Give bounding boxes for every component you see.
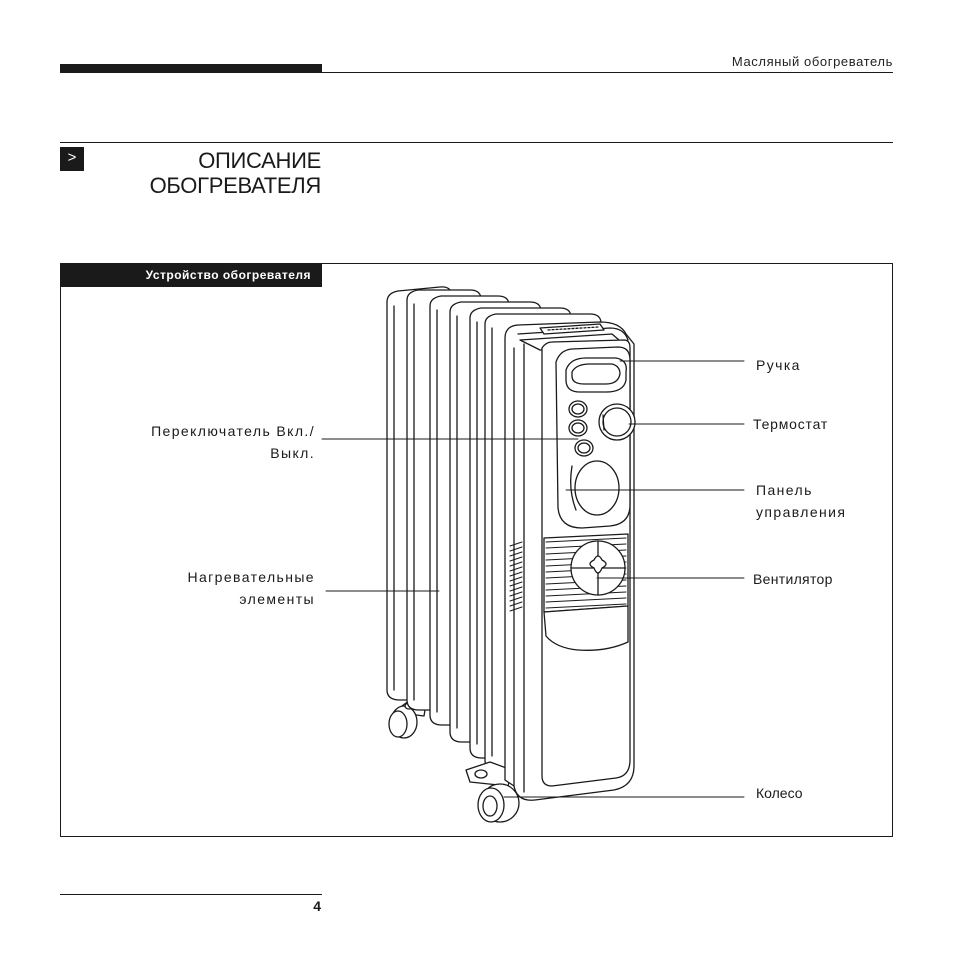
section-title-line1: ОПИСАНИЕ	[198, 148, 321, 173]
label-control-panel-line1: Панель	[756, 482, 813, 498]
header-rule-thin	[322, 72, 893, 73]
label-control-panel-line2: управления	[756, 504, 847, 520]
page-number: 4	[313, 898, 321, 914]
label-control-panel: Панель управления	[756, 479, 886, 523]
leader-lines	[321, 360, 745, 798]
label-wheel: Колесо	[756, 785, 803, 801]
document-title: Масляный обогреватель	[731, 54, 893, 69]
control-panel	[555, 346, 636, 529]
figure-caption-tab: Устройство обогревателя	[60, 263, 322, 287]
section-title-line2: ОБОГРЕВАТЕЛЯ	[149, 173, 322, 198]
header-rule-thick	[60, 64, 322, 73]
label-power-switch-line1: Переключатель Вкл./	[151, 423, 315, 439]
section-marker-icon: >	[60, 147, 84, 171]
fan-grille	[543, 533, 629, 613]
label-power-switch: Переключатель Вкл./ Выкл.	[85, 420, 315, 464]
footer-rule	[60, 894, 322, 895]
label-thermostat: Термостат	[753, 416, 829, 432]
label-heating-elements-line1: Нагревательные	[187, 569, 315, 585]
label-handle: Ручка	[756, 357, 801, 373]
figure-frame	[60, 263, 893, 837]
label-fan: Вентилятор	[753, 571, 833, 587]
label-heating-elements-line2: элементы	[239, 591, 315, 607]
section-rule	[60, 142, 893, 143]
label-power-switch-line2: Выкл.	[270, 445, 315, 461]
panel-display-icon	[574, 460, 620, 516]
section-title: ОПИСАНИЕ ОБОГРЕВАТЕЛЯ	[61, 148, 322, 198]
label-heating-elements: Нагревательные элементы	[85, 566, 315, 610]
front-wheel-icon	[465, 761, 520, 823]
